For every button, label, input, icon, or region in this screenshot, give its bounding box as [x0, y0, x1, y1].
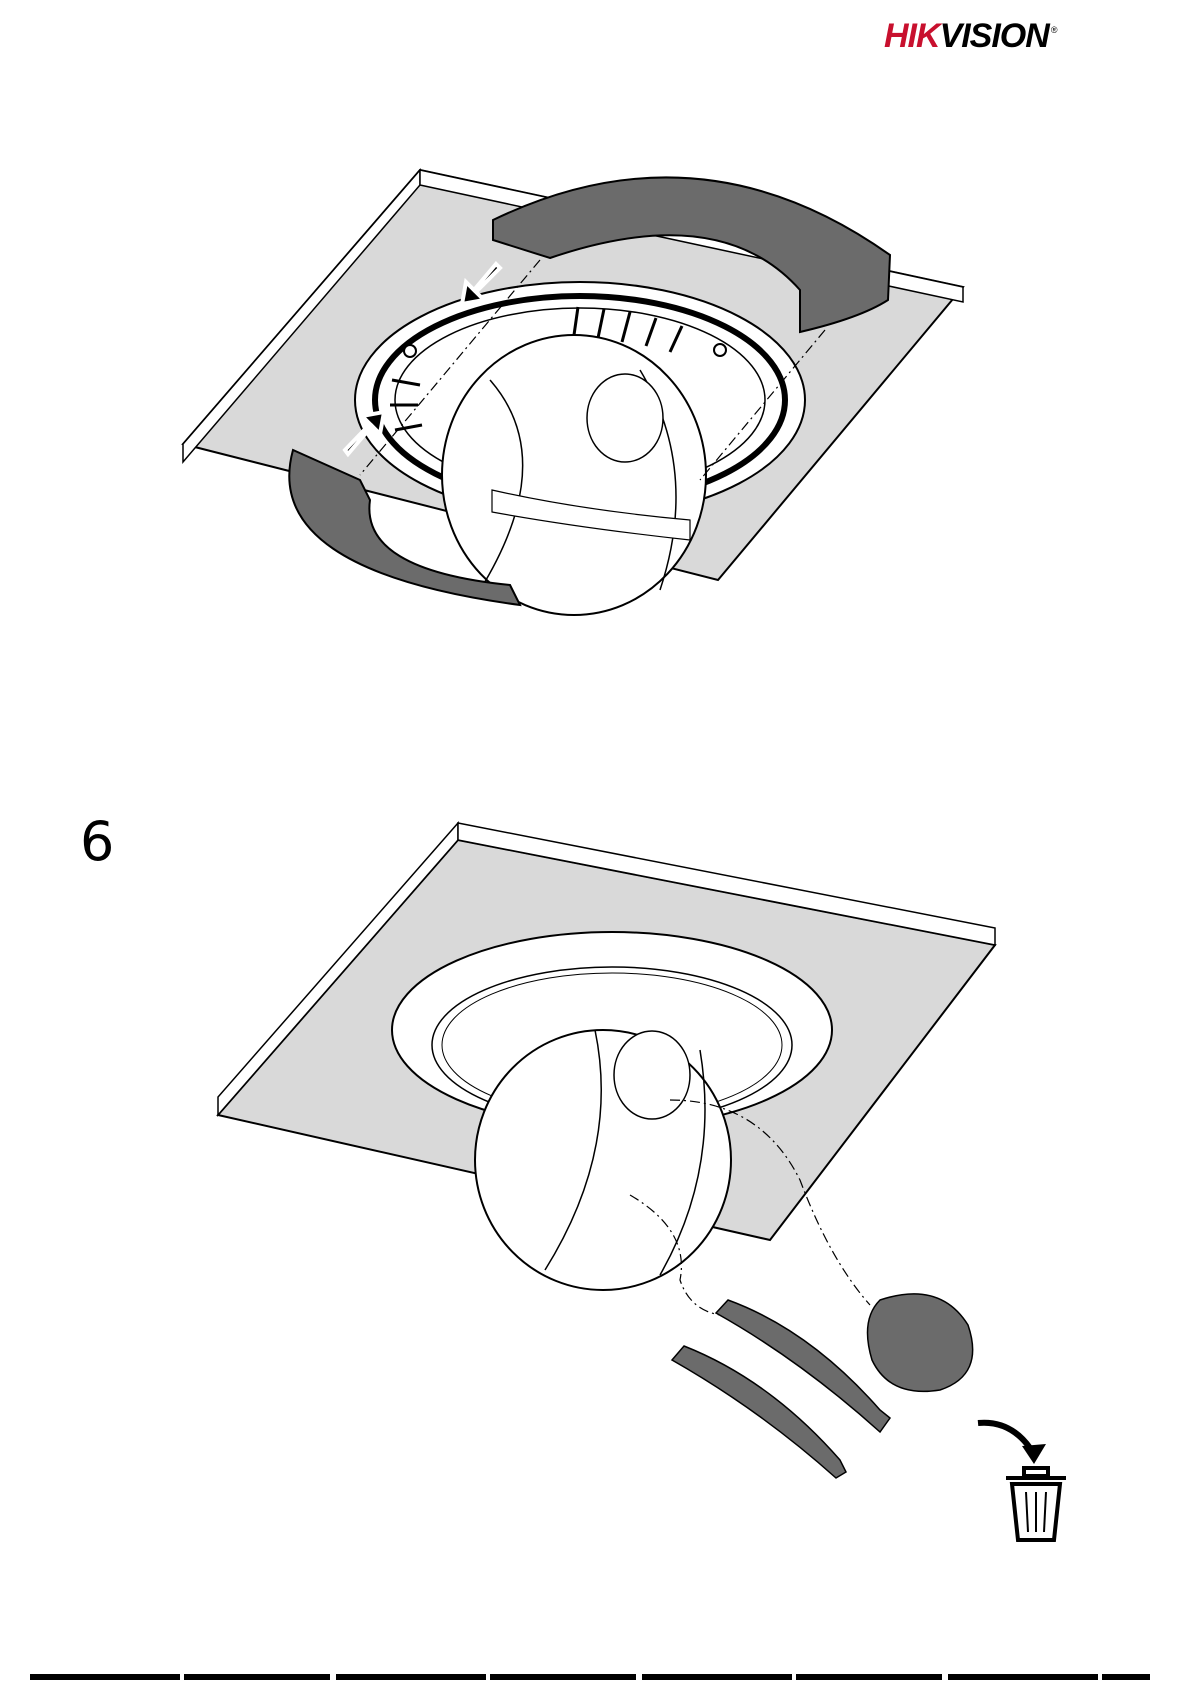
trim-ring-install-illustration: [0, 140, 1192, 660]
logo-registered-mark: ®: [1051, 24, 1058, 36]
camera-dome: [475, 1030, 731, 1290]
curved-arrow-icon: [978, 1423, 1046, 1464]
hikvision-logo: HIK VISION ®: [884, 18, 1057, 54]
trash-bin-icon: [1006, 1468, 1066, 1540]
page-footer-rule: [30, 1674, 1150, 1680]
logo-vision-text: VISION: [940, 18, 1049, 54]
removed-film-strip-1: [716, 1300, 890, 1432]
removed-film-ball: [868, 1294, 973, 1392]
camera-dome: [442, 335, 706, 615]
logo-hik-text: HIK: [884, 18, 940, 54]
remove-film-illustration: [0, 800, 1192, 1560]
